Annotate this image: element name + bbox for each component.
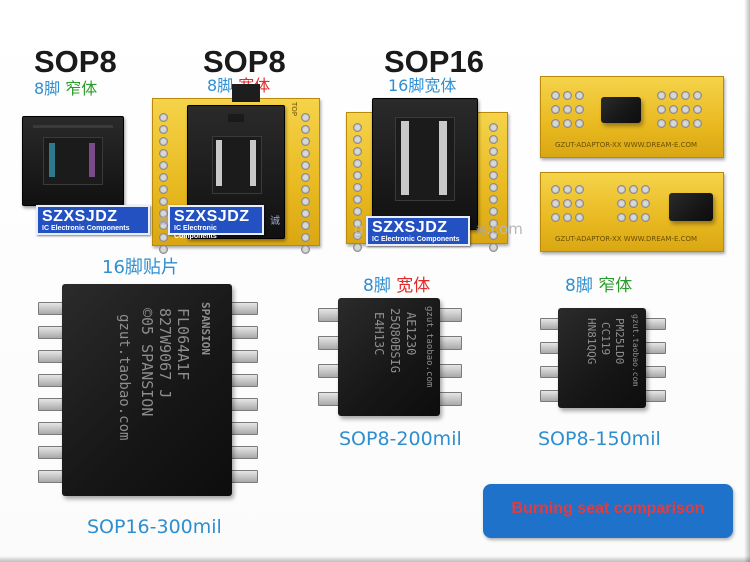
watermark-side-text: 诚 <box>158 216 168 227</box>
chip-marking-brand: SPANSION <box>199 302 212 355</box>
sop16-socket <box>372 98 478 230</box>
silk-url: GZUT-ADAPTOR-XX WWW.DREAM-E.COM <box>555 141 698 149</box>
frame-shadow-right <box>744 0 750 562</box>
board-pin-row <box>657 105 702 114</box>
chip-body: SPANSION FL064A1F 827W9067 J ©05 SPANSIO… <box>62 284 232 496</box>
chip-body: PM25LD0 CC119 HN81QQG gzut.taobao.com <box>558 308 646 408</box>
title-sop8-narrow: SOP8 <box>34 44 117 79</box>
silk-url: GZUT-ADAPTOR-XX WWW.DREAM-E.COM <box>555 235 698 243</box>
board-pin-row <box>551 91 584 100</box>
watermark-side-text: 诚 <box>476 226 486 237</box>
sop8-150mil-chip: PM25LD0 CC119 HN81QQG gzut.taobao.com <box>540 308 666 408</box>
caption-sop8-narrow-chip: 8脚 窄体 <box>565 277 632 295</box>
board-pin-row <box>657 91 702 100</box>
watermark-url-fragment: g <box>354 220 364 238</box>
board-pin-row <box>617 213 650 222</box>
caption-body-type: 窄体 <box>598 276 633 296</box>
chip-marking-url: gzut.taobao.com <box>631 314 640 387</box>
watermark-tagline: IC Electronic Components <box>372 236 460 243</box>
board-pin-header-left <box>159 113 168 254</box>
chip-marking-line: PM25LD0 <box>613 318 626 365</box>
board-pin-header-right <box>489 123 498 252</box>
board-pin-header-left <box>353 123 362 252</box>
chip-marking-url: gzut.taobao.com <box>424 306 434 388</box>
board-pin-header-right <box>301 113 310 254</box>
board-pin-row <box>617 185 650 194</box>
label-sop8-150mil: SOP8-150mil <box>538 428 661 450</box>
silk-top-label: TOP <box>290 101 299 117</box>
sop8-narrow-socket <box>22 116 124 206</box>
caption-pin-count: 8脚 <box>363 276 391 296</box>
chip-marking-line: AE1230 <box>404 312 418 356</box>
watermark-brand: SZXSJDZ <box>174 208 250 225</box>
subtitle-sop8-narrow: 8脚 窄体 <box>34 80 97 98</box>
chip-marking-line: E4H13C <box>372 312 386 356</box>
watermark-tagline: IC Electronic Components <box>42 225 130 232</box>
watermark-side-text: 诚 <box>270 216 280 227</box>
watermark-logo: SZXSJDZ IC Electronic Components <box>366 216 470 246</box>
badge-text: Burning seat comparison <box>511 500 705 517</box>
subtitle-body-type: 窄体 <box>65 79 98 98</box>
watermark-tagline: IC Electronic Components <box>174 225 217 240</box>
board-pin-row <box>657 119 702 128</box>
watermark-logo: SZXSJDZ IC Electronic Components <box>168 205 264 240</box>
caption-sop16-chip: 16脚贴片 <box>102 257 179 278</box>
subtitle-sop16: 16脚宽体 <box>388 76 457 95</box>
chip-marking-line: FL064A1F <box>174 308 192 381</box>
board-pin-row <box>551 119 584 128</box>
mounted-sop8-chip <box>601 97 641 123</box>
label-sop8-200mil: SOP8-200mil <box>339 428 462 450</box>
title-sop8-wide: SOP8 <box>203 44 286 79</box>
mounted-sop16-chip <box>669 193 713 221</box>
socket-latch <box>232 84 260 102</box>
subtitle-pin-count: 8脚 <box>34 79 61 98</box>
board-pin-row <box>551 213 584 222</box>
board-pin-row <box>551 185 584 194</box>
frame-shadow-bottom <box>0 556 750 562</box>
chip-marking-line: 25Q80BSIG <box>388 308 402 374</box>
board-pin-row <box>617 199 650 208</box>
label-sop16-300mil: SOP16-300mil <box>87 516 222 538</box>
chip-marking-line: CC119 <box>599 322 612 356</box>
sop8-200mil-chip: AE1230 25Q80BSIG E4H13C gzut.taobao.com <box>318 298 462 416</box>
sop8-pcb-adapter-top: GZUT-ADAPTOR-XX WWW.DREAM-E.COM <box>540 76 724 158</box>
caption-sop8-wide-chip: 8脚 宽体 <box>363 277 430 295</box>
board-pin-row <box>551 199 584 208</box>
chip-marking-url: gzut.taobao.com <box>116 314 132 441</box>
chip-body: AE1230 25Q80BSIG E4H13C gzut.taobao.com <box>338 298 440 416</box>
caption-body-type: 宽体 <box>396 276 431 296</box>
caption-pin-count: 8脚 <box>565 276 593 296</box>
comparison-badge: Burning seat comparison <box>483 484 733 538</box>
watermark-brand: SZXSJDZ <box>372 219 448 236</box>
watermark-brand: SZXSJDZ <box>42 208 118 225</box>
sop16-pcb-adapter-bottom: GZUT-ADAPTOR-XX WWW.DREAM-E.COM <box>540 172 724 252</box>
chip-marking-line: ©05 SPANSION <box>138 308 156 417</box>
subtitle-pin-count: 8脚 <box>207 76 234 95</box>
board-pin-row <box>551 105 584 114</box>
chip-marking-line: HN81QQG <box>585 318 598 365</box>
sop16-chip: SPANSION FL064A1F 827W9067 J ©05 SPANSIO… <box>38 284 258 496</box>
title-sop16: SOP16 <box>384 44 484 79</box>
watermark-logo: SZXSJDZ IC Electronic Components <box>36 205 150 235</box>
watermark-url-fragment: .com <box>486 220 523 238</box>
sop8-wide-adapter-board: TOP <box>152 98 320 254</box>
chip-marking-line: 827W9067 J <box>156 308 174 399</box>
